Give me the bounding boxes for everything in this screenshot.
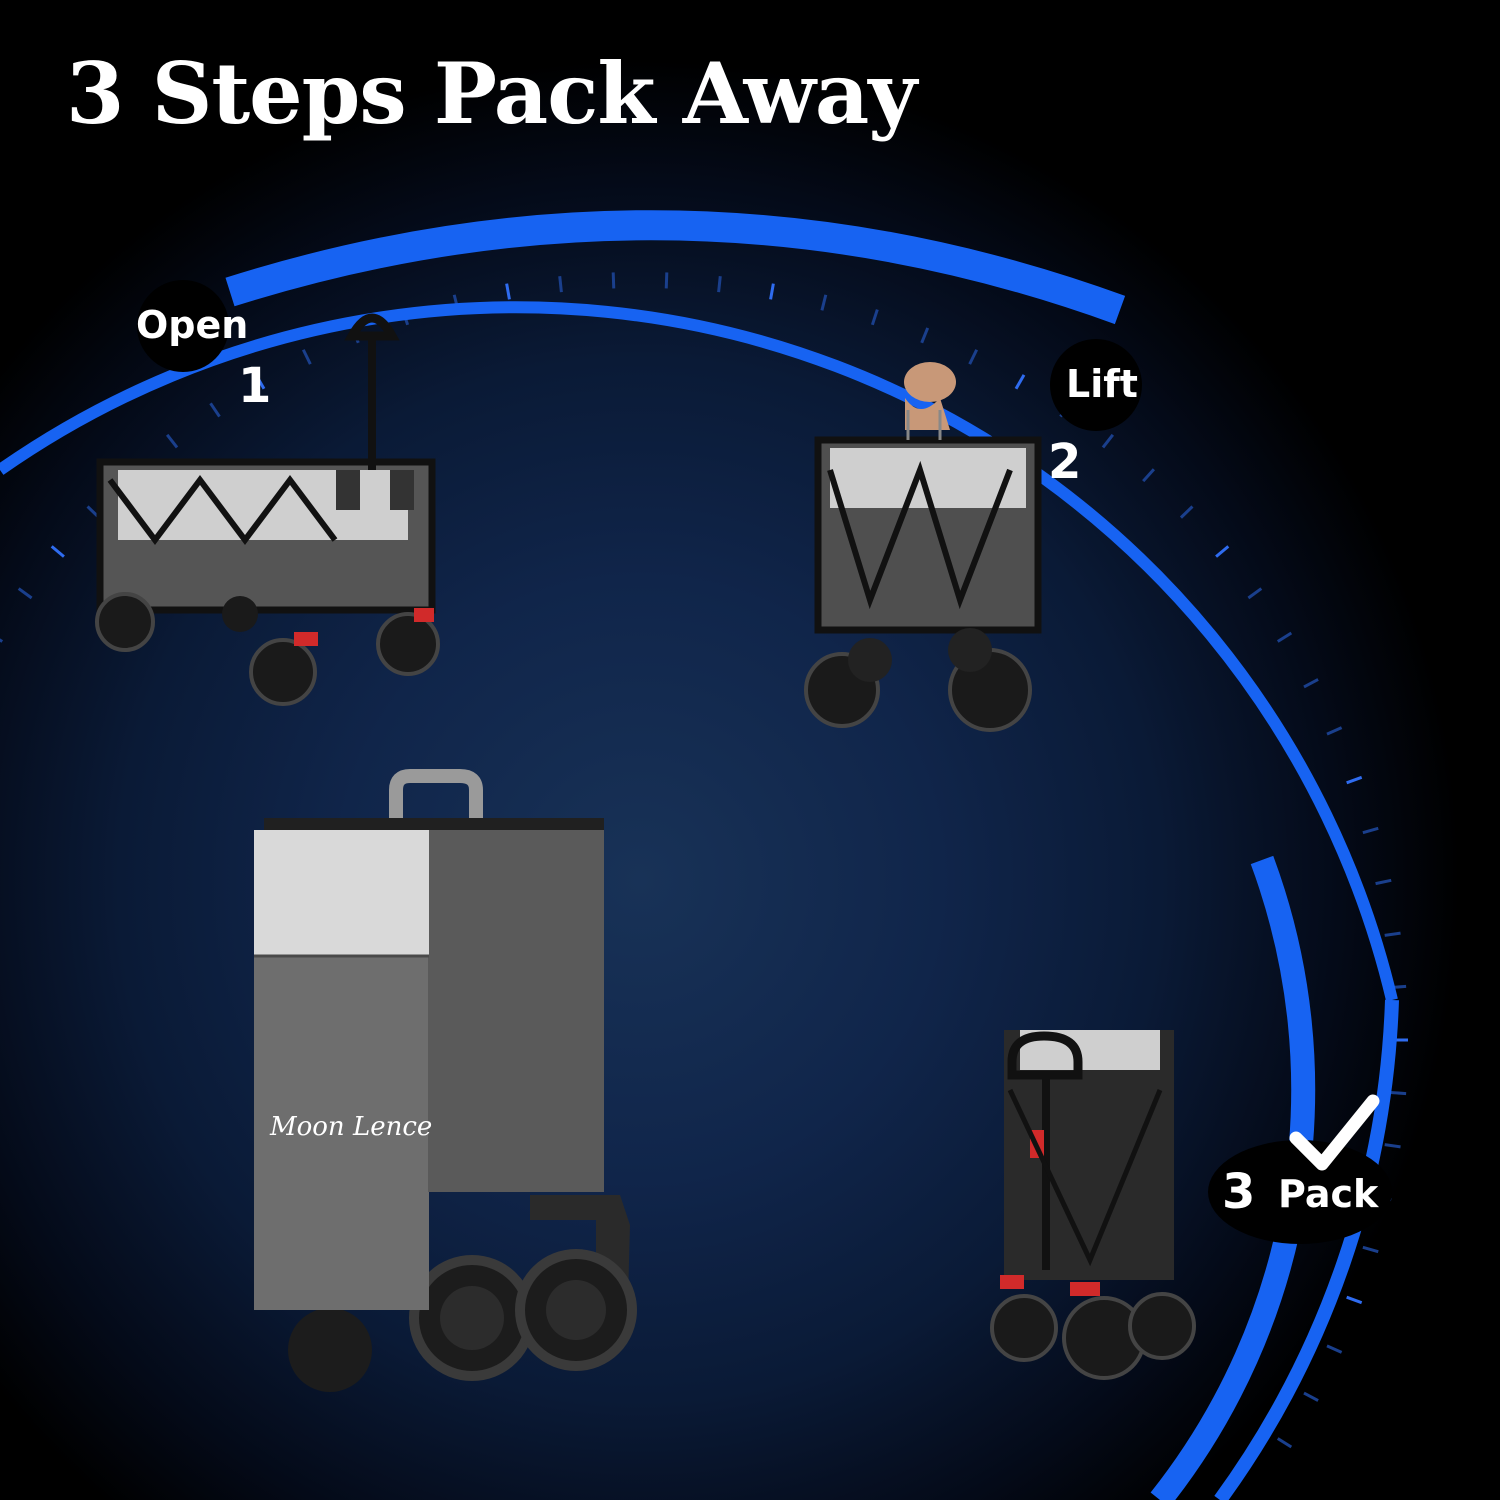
ring-tick xyxy=(209,402,221,418)
ring-tick xyxy=(1384,1143,1401,1149)
ring-tick xyxy=(1276,1437,1293,1449)
ring-tick xyxy=(1326,1344,1343,1354)
ring-tick xyxy=(1375,878,1392,886)
ring-tick xyxy=(301,349,312,365)
ring-tick xyxy=(558,276,563,293)
ring-tick xyxy=(769,283,775,300)
ring-tick xyxy=(1346,1295,1363,1305)
ring-tick xyxy=(17,587,33,600)
ring-tick xyxy=(1179,505,1194,519)
ring-tick xyxy=(1101,433,1115,449)
ring-tick xyxy=(254,374,266,390)
ring-tick xyxy=(1384,931,1401,937)
ring-ticks xyxy=(0,272,1408,1449)
ring-tick xyxy=(505,283,511,300)
step-label-lift: Lift xyxy=(1066,362,1138,406)
step-number-1: 1 xyxy=(238,358,272,414)
ring-tick xyxy=(1362,1245,1379,1254)
ring-tick xyxy=(165,433,179,449)
ring-tick xyxy=(1142,468,1156,483)
ring-tick xyxy=(611,272,616,289)
ring-tick xyxy=(820,294,828,311)
ring-tick xyxy=(50,545,65,558)
ring-tick xyxy=(1215,545,1230,558)
node-lift xyxy=(1050,339,1142,431)
ring-tick xyxy=(870,309,879,326)
step-number-2: 2 xyxy=(1048,434,1082,490)
ring-tick xyxy=(1303,678,1319,689)
ring-outer-arc-lower xyxy=(1214,999,1399,1500)
ring-tick xyxy=(1390,1090,1407,1096)
ring-tick xyxy=(1362,826,1379,835)
ring-tick xyxy=(0,638,4,643)
node-pack xyxy=(1208,1140,1392,1244)
ring-tick xyxy=(717,276,722,293)
ring-tick xyxy=(968,349,979,365)
ring-tick xyxy=(1346,775,1363,785)
checkmark-icon xyxy=(1289,1094,1380,1171)
step-label-open: Open xyxy=(136,303,249,347)
ring-tick xyxy=(1303,1391,1319,1402)
page-title: 3 Steps Pack Away xyxy=(66,44,917,143)
ring-top-band xyxy=(225,210,1126,325)
ring-outer-arc xyxy=(0,301,1398,1002)
ring-tick xyxy=(920,327,930,344)
ring-tick xyxy=(1247,587,1263,600)
node-open xyxy=(137,280,229,372)
brand-logo: Moon Lence xyxy=(269,1112,432,1142)
ring-tick xyxy=(1276,631,1293,643)
step-number-3: 3 xyxy=(1222,1164,1256,1220)
step-label-pack: Pack xyxy=(1278,1172,1379,1216)
ring-tick xyxy=(1014,374,1026,390)
ring-tick xyxy=(664,272,669,289)
ring-tick xyxy=(1326,726,1343,736)
